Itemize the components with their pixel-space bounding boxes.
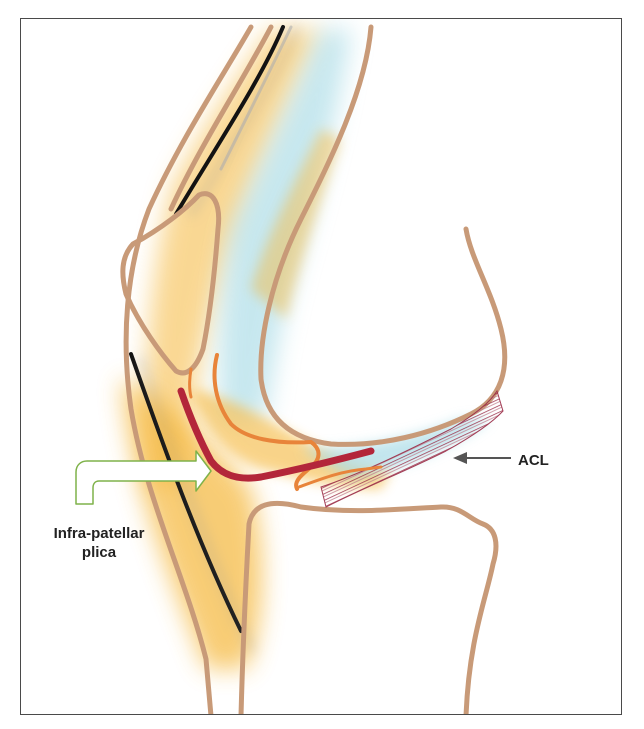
plica-label-line-1: Infra-patellar xyxy=(39,524,159,543)
knee-sagittal-diagram xyxy=(21,19,622,715)
figure-frame: ACL Infra-patellar plica xyxy=(20,18,622,715)
plica-label-line-2: plica xyxy=(39,543,159,562)
acl-pointer-arrow xyxy=(453,452,511,464)
infra-patellar-plica-label: Infra-patellar plica xyxy=(39,524,159,562)
acl-label: ACL xyxy=(518,451,549,470)
tibia xyxy=(241,503,496,715)
